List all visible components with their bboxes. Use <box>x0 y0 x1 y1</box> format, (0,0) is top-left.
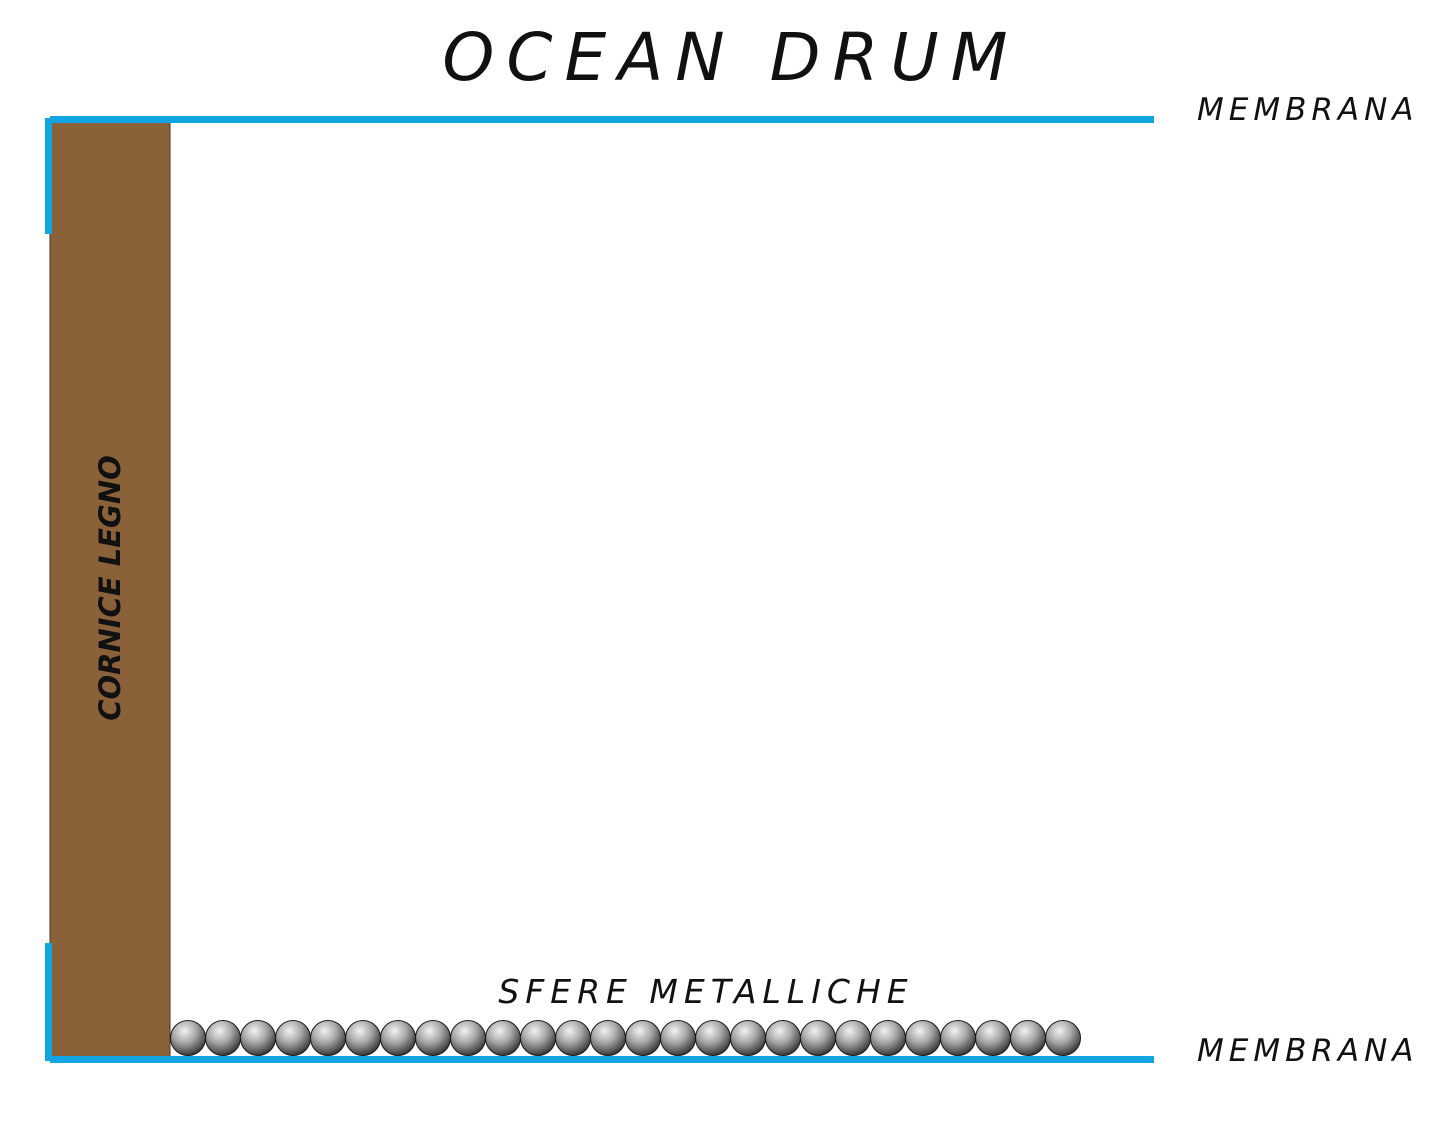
wood-frame <box>49 121 171 1061</box>
metal-sphere <box>590 1020 626 1056</box>
metal-spheres <box>170 1020 1081 1056</box>
metal-sphere <box>555 1020 591 1056</box>
metal-sphere <box>730 1020 766 1056</box>
metal-sphere <box>975 1020 1011 1056</box>
metal-sphere <box>240 1020 276 1056</box>
membrane-bottom-edge <box>45 943 52 1061</box>
membrane-top-label: MEMBRANA <box>1197 92 1419 128</box>
membrane-bottom <box>50 1056 1154 1063</box>
spheres-label: SFERE METALLICHE <box>498 972 913 1011</box>
metal-sphere <box>835 1020 871 1056</box>
metal-sphere <box>1045 1020 1081 1056</box>
metal-sphere <box>450 1020 486 1056</box>
metal-sphere <box>310 1020 346 1056</box>
metal-sphere <box>765 1020 801 1056</box>
metal-sphere <box>485 1020 521 1056</box>
metal-sphere <box>170 1020 206 1056</box>
metal-sphere <box>800 1020 836 1056</box>
frame-label: CORNICE LEGNO <box>93 455 127 721</box>
metal-sphere <box>345 1020 381 1056</box>
metal-sphere <box>695 1020 731 1056</box>
metal-sphere <box>380 1020 416 1056</box>
metal-sphere <box>520 1020 556 1056</box>
membrane-top-edge <box>45 118 52 234</box>
diagram-title: OCEAN DRUM <box>442 19 1019 96</box>
metal-sphere <box>625 1020 661 1056</box>
metal-sphere <box>940 1020 976 1056</box>
metal-sphere <box>1010 1020 1046 1056</box>
metal-sphere <box>415 1020 451 1056</box>
metal-sphere <box>275 1020 311 1056</box>
metal-sphere <box>660 1020 696 1056</box>
metal-sphere <box>905 1020 941 1056</box>
membrane-bottom-label: MEMBRANA <box>1197 1033 1419 1069</box>
metal-sphere <box>870 1020 906 1056</box>
metal-sphere <box>205 1020 241 1056</box>
membrane-top <box>50 116 1154 123</box>
